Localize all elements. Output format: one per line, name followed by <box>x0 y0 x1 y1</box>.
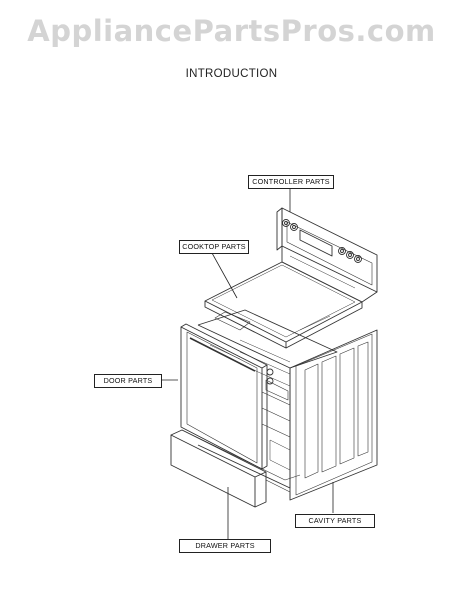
label-controller-parts: CONTROLLER PARTS <box>248 175 334 189</box>
label-door-parts: DOOR PARTS <box>94 374 162 388</box>
cooktop <box>204 261 363 349</box>
leader-lines <box>161 188 334 540</box>
storage-drawer <box>170 429 301 508</box>
oven-cavity <box>197 309 378 501</box>
label-cavity-parts: CAVITY PARTS <box>295 514 375 528</box>
label-cooktop-parts: COOKTOP PARTS <box>179 240 249 254</box>
page-title: INTRODUCTION <box>185 68 278 80</box>
controller-panel <box>276 207 378 303</box>
watermark-logo: AppliancePartsPros.com <box>27 14 436 48</box>
label-drawer-parts: DRAWER PARTS <box>179 539 271 553</box>
